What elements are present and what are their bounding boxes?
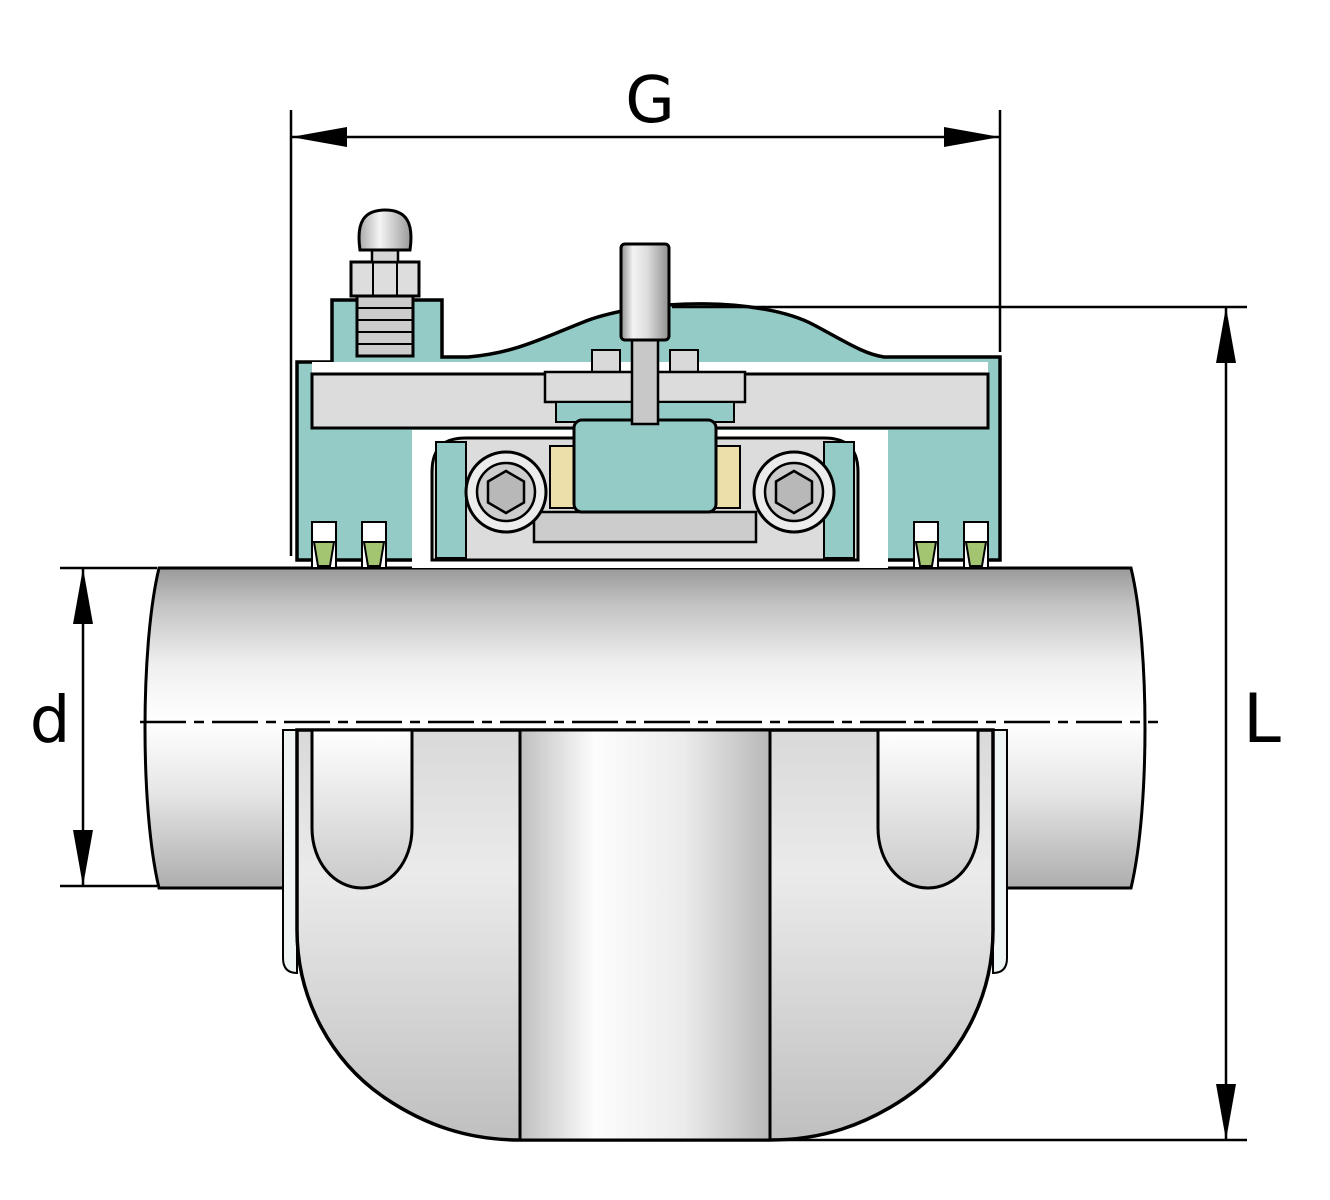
thread-lines bbox=[357, 307, 413, 345]
arrowhead-down-icon bbox=[73, 830, 93, 886]
hex-facet-lines bbox=[372, 262, 398, 296]
grease-fitting-hex bbox=[349, 260, 421, 298]
dimension-label-G: G bbox=[625, 64, 675, 138]
arrowhead-up-icon bbox=[1216, 307, 1236, 363]
housing-pocket-right bbox=[876, 728, 980, 890]
set-screw-left bbox=[464, 450, 548, 534]
dimension-label-d: d bbox=[30, 684, 71, 758]
center-stud bbox=[619, 242, 671, 426]
arrowhead-left-icon bbox=[291, 127, 347, 147]
arrowhead-down-icon bbox=[1216, 1084, 1236, 1140]
stud-lower-rod bbox=[630, 338, 660, 426]
spacer-left bbox=[549, 445, 575, 509]
housing-rear-strip-right bbox=[992, 729, 1008, 975]
housing-center-boss bbox=[518, 728, 772, 1142]
dimension-G: G bbox=[289, 64, 1002, 556]
seal-ring-green bbox=[914, 541, 938, 567]
hex-socket-icon bbox=[774, 469, 814, 515]
cartridge-side-bar-left bbox=[435, 441, 467, 559]
roller-block bbox=[572, 418, 718, 514]
spacer-right bbox=[715, 445, 741, 509]
grease-fitting-ball bbox=[357, 208, 413, 252]
stud-upper-cylinder bbox=[619, 242, 671, 342]
grease-fitting-thread-shank bbox=[355, 294, 415, 358]
seal-ring-green bbox=[312, 541, 336, 567]
spring-seat-left bbox=[591, 349, 621, 373]
seal-ring-green bbox=[362, 541, 386, 567]
grease-fitting bbox=[349, 208, 421, 358]
dimension-d: d bbox=[30, 566, 157, 888]
set-screw-right bbox=[752, 450, 836, 534]
dimension-L: L bbox=[672, 305, 1281, 1142]
hex-socket-icon bbox=[486, 469, 526, 515]
arrowhead-up-icon bbox=[73, 568, 93, 624]
dimension-label-L: L bbox=[1243, 680, 1281, 759]
inner-ring-sleeve bbox=[532, 510, 758, 544]
arrowhead-right-icon bbox=[944, 127, 1000, 147]
spring-seat-right bbox=[669, 349, 699, 373]
housing-rear-strip-left bbox=[282, 729, 298, 975]
housing-pocket-left bbox=[310, 728, 414, 890]
seal-ring-green bbox=[964, 541, 988, 567]
grease-fitting-neck bbox=[370, 248, 400, 264]
